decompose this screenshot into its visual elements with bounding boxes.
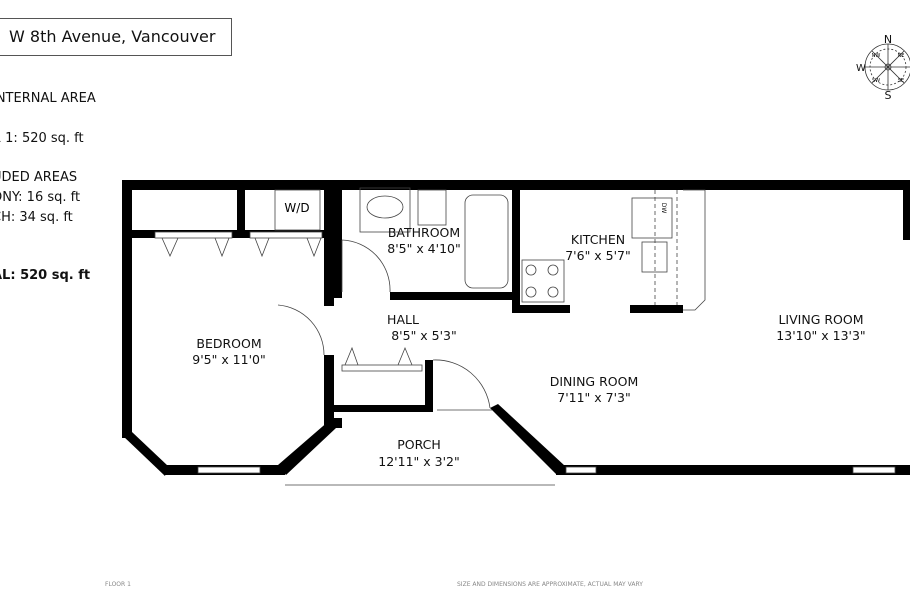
compass-nw: NW: [872, 53, 881, 59]
room-dining-room: DINING ROOM 7'11" x 7'3": [550, 374, 639, 405]
compass-n: N: [884, 33, 892, 46]
room-dims: 8'5" x 5'3": [391, 328, 457, 343]
compass-se: SE: [898, 78, 904, 84]
compass-ne: NE: [898, 53, 905, 59]
room-dims: 13'10" x 13'3": [776, 328, 865, 343]
porch-area: CH: 34 sq. ft: [0, 210, 73, 225]
room-bedroom: BEDROOM 9'5" x 11'0": [192, 336, 265, 367]
compass-icon: N S W NW NE SW SE: [856, 33, 910, 102]
windows: [197, 466, 896, 474]
disclaimer: SIZE AND DIMENSIONS ARE APPROXIMATE, ACT…: [457, 581, 643, 588]
room-name: KITCHEN: [571, 232, 625, 247]
room-name: HALL: [387, 312, 419, 327]
room-dims: 9'5" x 11'0": [192, 352, 265, 367]
total-area: AL: 520 sq. ft: [0, 268, 91, 283]
room-bathroom: BATHROOM 8'5" x 4'10": [387, 225, 460, 256]
internal-area-heading: INTERNAL AREA: [0, 91, 96, 106]
room-name: LIVING ROOM: [778, 312, 863, 327]
compass-sw: SW: [872, 78, 880, 84]
fixtures: [154, 187, 706, 486]
room-porch: PORCH 12'11" x 3'2": [378, 437, 459, 469]
compass-s: S: [885, 89, 892, 102]
room-name: BEDROOM: [196, 336, 261, 351]
excluded-areas-heading: UDED AREAS: [0, 170, 78, 185]
dishwasher-label: DW: [660, 203, 667, 214]
walls: [122, 180, 910, 476]
room-dims: 7'6" x 5'7": [565, 248, 631, 263]
room-name: BATHROOM: [388, 225, 460, 240]
washer-dryer-label: W/D: [284, 201, 309, 215]
balcony-area: ONY: 16 sq. ft: [0, 190, 81, 205]
compass-w: W: [856, 63, 866, 74]
floor1-area: R 1: 520 sq. ft: [0, 131, 84, 146]
room-name: PORCH: [397, 437, 441, 452]
room-name: DINING ROOM: [550, 374, 639, 389]
room-living-room: LIVING ROOM 13'10" x 13'3": [776, 312, 865, 343]
room-dims: 7'11" x 7'3": [557, 390, 630, 405]
room-dims: 12'11" x 3'2": [378, 454, 459, 469]
room-hall: HALL 8'5" x 5'3": [387, 312, 457, 343]
floor-label: FLOOR 1: [105, 581, 131, 588]
address-box: W 8th Avenue, Vancouver: [0, 18, 232, 56]
room-dims: 8'5" x 4'10": [387, 241, 460, 256]
room-kitchen: KITCHEN 7'6" x 5'7": [565, 232, 631, 263]
